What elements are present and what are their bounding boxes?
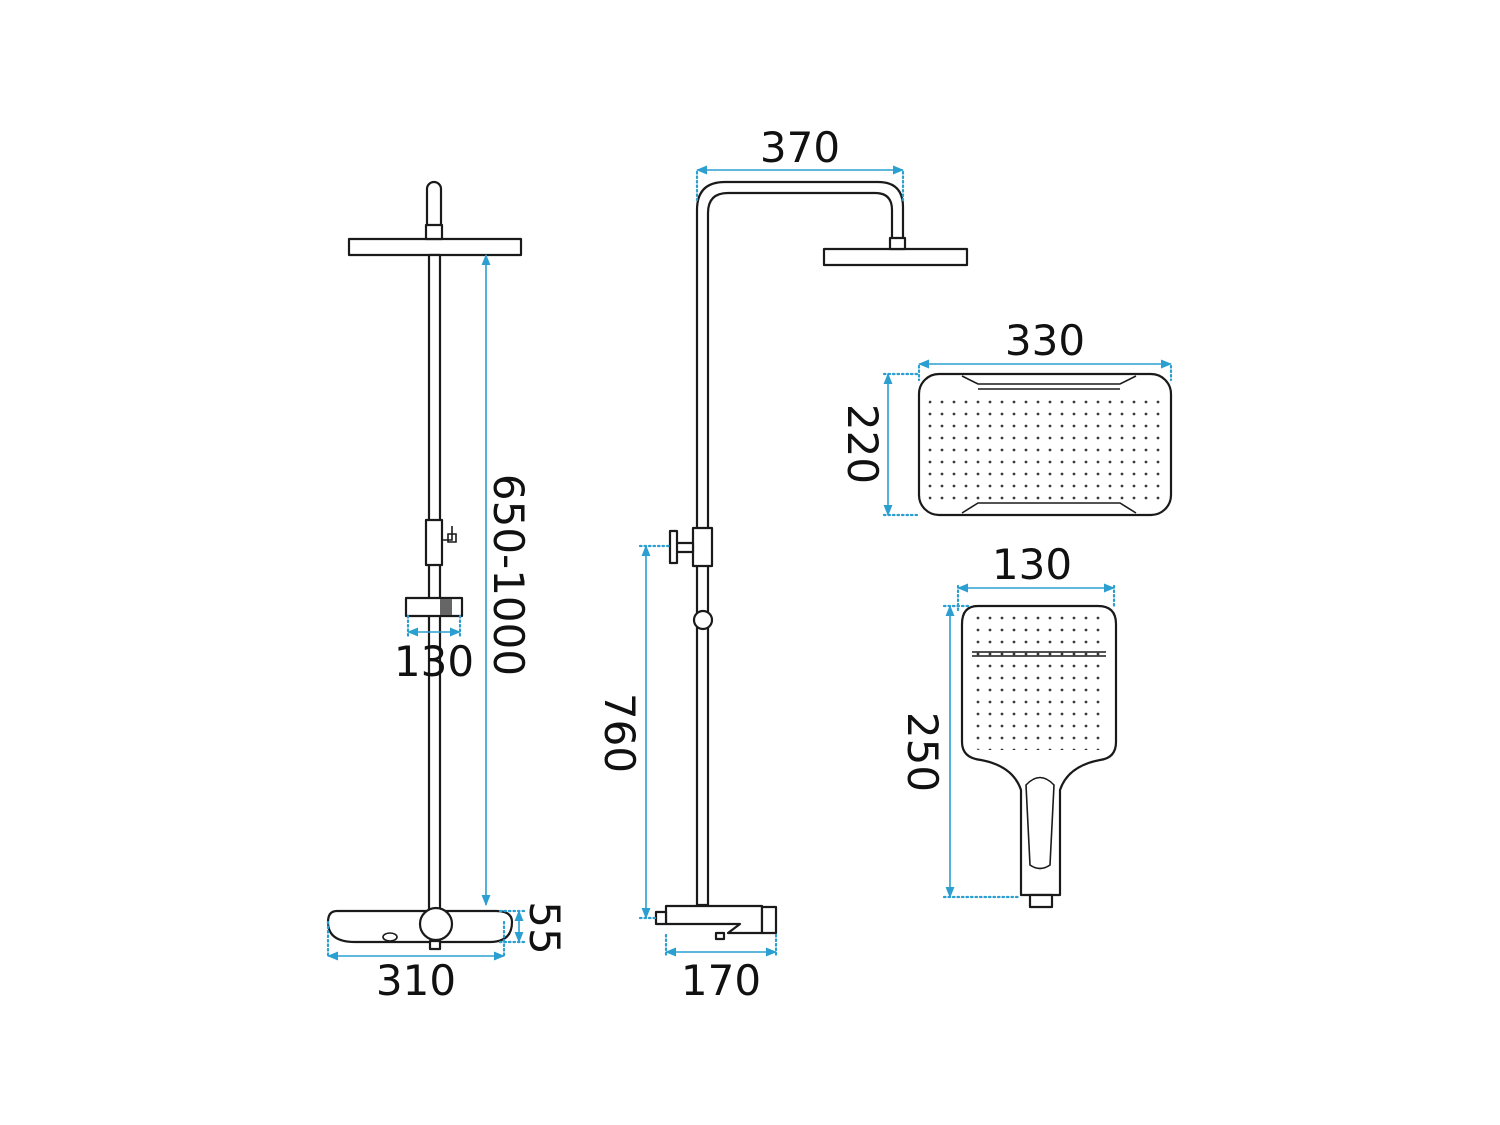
holder-clip: [440, 599, 452, 615]
hand-shower-holder-front: [404, 596, 464, 618]
mixer-width-label: 170: [681, 956, 761, 1005]
tray-height-label: 55: [520, 901, 569, 954]
height-range-label: 650-1000: [484, 474, 533, 676]
rain-depth-label: 220: [838, 404, 887, 484]
head-connector: [424, 223, 444, 241]
diverter-stem: [674, 541, 695, 554]
hand-length-label: 250: [898, 712, 947, 792]
rain-head-top-slot: [961, 375, 1137, 385]
thermostat-mixer-side: [664, 904, 764, 935]
mixer-knob: [760, 905, 778, 935]
valve-height-label: 760: [595, 693, 644, 773]
overhead-head-side: [822, 247, 969, 267]
diverter-side: [691, 526, 714, 568]
thermostat-knob: [418, 906, 454, 942]
riser-pipe: [427, 253, 442, 917]
hand-width-label: 130: [992, 540, 1072, 589]
hand-shower-handle-inset: [1025, 776, 1055, 870]
diverter-knob: [442, 526, 457, 543]
rain-width-label: 330: [1005, 316, 1085, 365]
side-view: 370 760 170: [595, 123, 969, 1005]
rain-head-nozzles: [928, 394, 1162, 506]
hand-shower-nozzles: [970, 616, 1108, 750]
tray-button: [382, 932, 398, 942]
rain-shower-head-top-view: 330 220: [838, 316, 1173, 517]
hand-shower-view: 130 250: [898, 540, 1118, 909]
diverter-body: [424, 518, 444, 567]
mixer-outlet: [714, 931, 726, 941]
hand-shower-thread: [1028, 893, 1054, 909]
arm-reach-label: 370: [760, 123, 840, 172]
tray-outlet: [428, 939, 442, 951]
holder-width-label: 130: [394, 637, 474, 686]
mixer-inlet: [654, 910, 668, 926]
riser-and-arm-side: [695, 180, 905, 907]
arm-connector: [888, 236, 907, 251]
tray-width-label: 310: [376, 956, 456, 1005]
riser-top-cap: [425, 180, 443, 232]
front-view: 650-1000 130 310 55: [326, 180, 569, 1005]
diverter-handle: [668, 529, 679, 565]
slider-side: [692, 609, 714, 631]
overhead-head-front: [347, 237, 523, 257]
